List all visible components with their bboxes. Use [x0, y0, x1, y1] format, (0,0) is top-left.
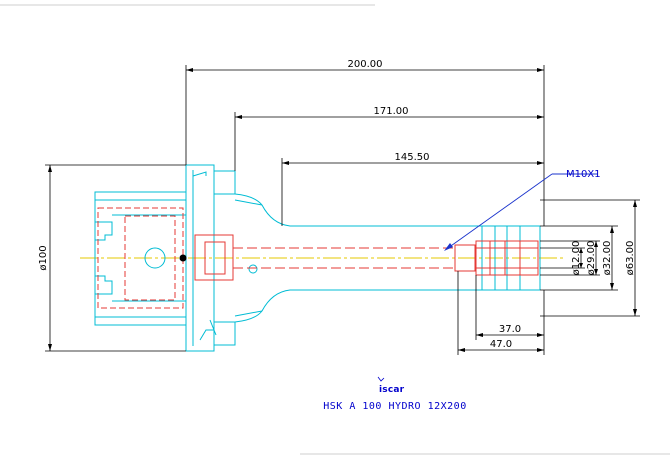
- title-description: HSK A 100 HYDRO 12X200: [323, 401, 466, 412]
- iscar-logo: iscar: [377, 376, 405, 395]
- dimension-arrows: [48, 68, 637, 352]
- dim-length-bore: 145.50: [395, 152, 430, 163]
- thread-leader-arrow: [444, 243, 453, 251]
- dim-nose-diameter: ø32.00: [602, 241, 613, 276]
- thread-callout: M10X1: [566, 169, 601, 180]
- dim-body-diameter: ø63.00: [625, 241, 636, 276]
- dim-length-total: 200.00: [348, 59, 383, 70]
- dim-length-clamp: 37.0: [499, 324, 521, 335]
- dim-length-clamp-outer: 47.0: [490, 339, 512, 350]
- hidden-features: [97, 207, 539, 309]
- dim-bore-diameter: ø12.00: [571, 241, 582, 276]
- dim-flange-diameter: ø100: [38, 245, 49, 270]
- thread-leader: [447, 173, 598, 249]
- dim-inner-diameter: ø29.00: [586, 241, 597, 276]
- center-point: [179, 254, 187, 262]
- svg-text:iscar: iscar: [379, 385, 405, 395]
- dim-length-shank: 171.00: [374, 106, 409, 117]
- dimension-lines: [45, 65, 640, 355]
